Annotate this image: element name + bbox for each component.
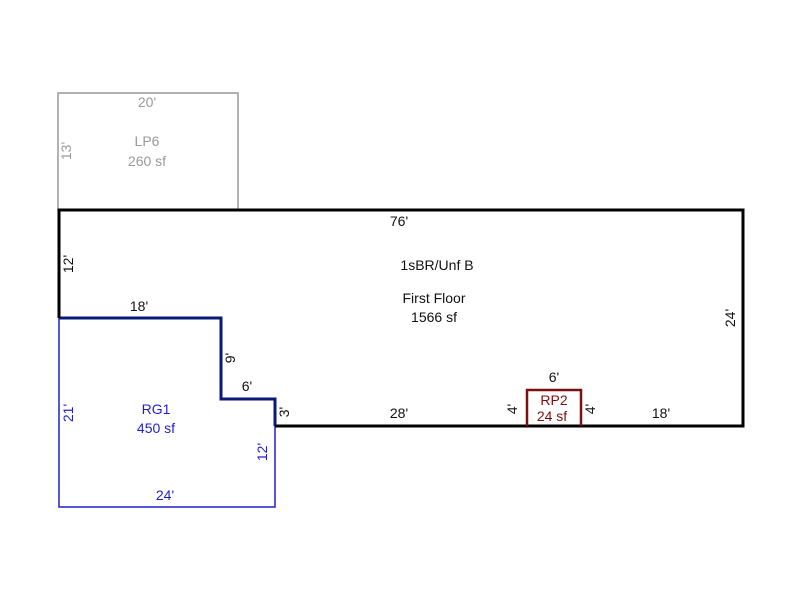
main-house-outline [57, 208, 745, 428]
dim-rp2-top: 6' [549, 369, 559, 385]
lp6-dim-left: 13' [58, 142, 74, 160]
lp6-area: 260 sf [128, 153, 166, 169]
dim-bottom-right: 18' [652, 405, 670, 421]
dim-rp2-left: 4' [504, 404, 520, 414]
dim-rp2-right: 4' [582, 404, 598, 414]
lp6-outline [57, 92, 239, 211]
dim-bottom-middle: 28' [390, 405, 408, 421]
rg1-outline [58, 318, 276, 508]
dim-notch-top: 18' [130, 298, 148, 314]
dim-top: 76' [390, 213, 408, 229]
rg1-name: RG1 [142, 401, 171, 417]
dim-notch-step: 6' [242, 378, 252, 394]
dim-left-upper: 12' [60, 255, 76, 273]
dim-step-vertical: 3' [276, 407, 292, 417]
rp2-area: 24 sf [537, 408, 567, 424]
rp2-name: RP2 [540, 392, 567, 408]
main-area: 1566 sf [411, 309, 457, 325]
dim-rg1-bottom: 24' [156, 487, 174, 503]
rp2-outline [525, 388, 583, 426]
main-name: 1sBR/Unf B [400, 257, 473, 273]
dim-right: 24' [722, 309, 738, 327]
main-floor: First Floor [403, 290, 466, 306]
dim-notch-vertical: 9' [222, 353, 238, 363]
lp6-dim-top: 20' [138, 94, 156, 110]
dim-rg1-left: 21' [60, 404, 76, 422]
rg1-shared-wall [59, 316, 277, 426]
lp6-name: LP6 [135, 133, 160, 149]
dim-rg1-right: 12' [254, 443, 270, 461]
rg1-area: 450 sf [137, 420, 175, 436]
